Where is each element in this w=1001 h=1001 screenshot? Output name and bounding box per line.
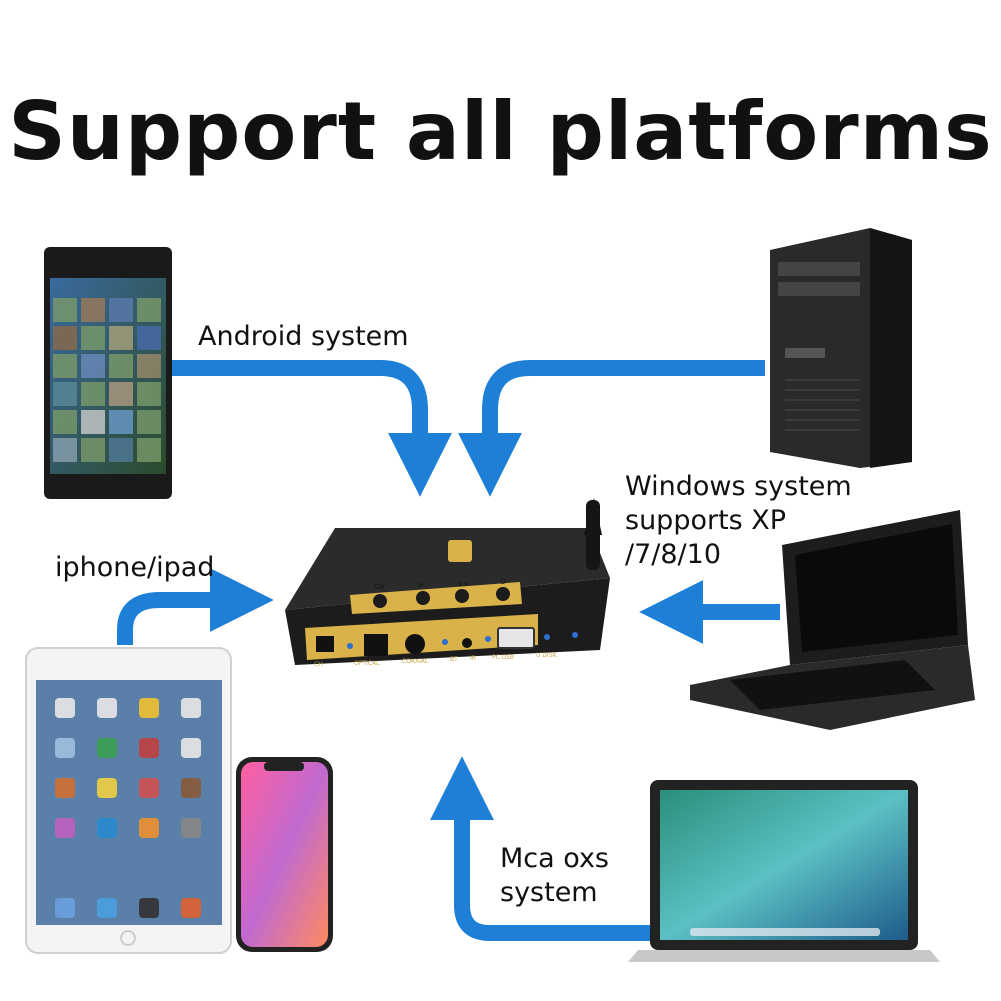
macbook-image xyxy=(628,780,940,962)
iphone-image xyxy=(236,757,333,952)
audio-decoder-image xyxy=(285,498,610,665)
windows-label-line3: /7/8/10 xyxy=(625,539,722,570)
arrow-desktop xyxy=(458,360,765,497)
device-top-label: CH xyxy=(374,583,385,591)
device-rear-label: BT xyxy=(450,656,458,663)
device-top-label: V+ xyxy=(458,580,469,588)
device-top-label: V- xyxy=(418,581,425,589)
windows-laptop-image xyxy=(690,510,975,730)
arrow-ipad xyxy=(117,568,274,645)
android-label: Android system xyxy=(198,321,409,352)
mac-label-line1: Mca oxs xyxy=(500,843,610,874)
arrow-macbook xyxy=(430,756,650,941)
ipad-image xyxy=(25,647,232,954)
android-phone-image xyxy=(44,247,172,499)
arrow-android xyxy=(172,360,452,497)
mac-label-line2: system xyxy=(500,877,598,908)
page-title: Support all platforms xyxy=(8,85,993,178)
device-rear-label: IR xyxy=(470,655,476,662)
windows-label: Windows system supports XP /7/8/10 xyxy=(625,470,852,572)
device-rear-label: U DISK xyxy=(536,652,557,659)
iphone-label: iphone/ipad xyxy=(55,552,215,583)
device-top-label: ⏻ xyxy=(500,578,506,586)
windows-label-line2: supports XP xyxy=(625,505,787,536)
device-rear-label: COAXIAL xyxy=(402,658,429,665)
desktop-tower-image xyxy=(770,228,912,468)
device-rear-label: CH xyxy=(314,661,323,668)
mac-label: Mca oxs system xyxy=(500,842,609,910)
device-rear-label: OPTICAL xyxy=(354,660,380,667)
arrows xyxy=(117,360,780,941)
windows-label-line1: Windows system xyxy=(625,471,852,502)
device-rear-label: PC USB xyxy=(492,654,515,661)
